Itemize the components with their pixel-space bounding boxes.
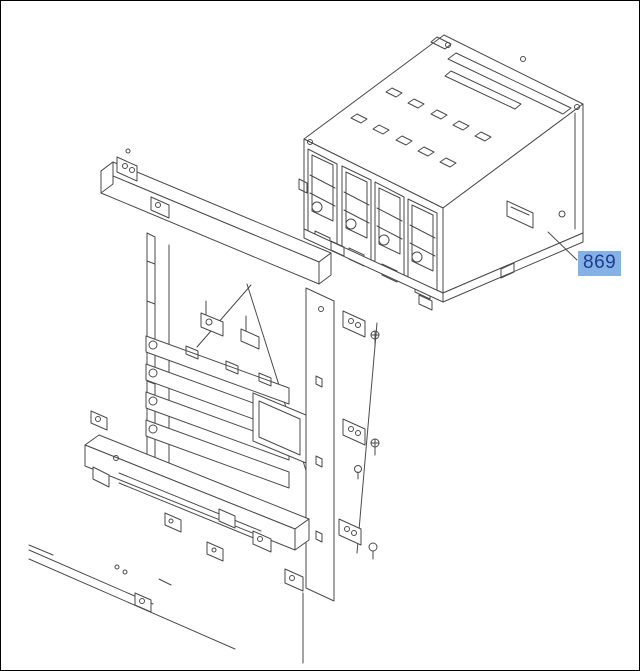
open-box-unit (252, 392, 307, 464)
top-face-details (307, 36, 580, 168)
upper-cartridge-assembly (298, 34, 584, 311)
mounting-bracket (342, 418, 366, 446)
beam-clamp (150, 196, 170, 219)
mounting-bracket (342, 310, 366, 338)
stack-top-fittings (200, 300, 260, 350)
beam-left-bracket (116, 148, 138, 182)
lower-frame-assembly (28, 148, 380, 664)
screw-icon (354, 465, 362, 480)
screw-icon (370, 330, 380, 348)
lower-rails (90, 410, 262, 562)
callout-869[interactable]: 869 (578, 251, 622, 276)
right-side-plate (305, 287, 335, 602)
mounting-bracket (284, 568, 304, 664)
callout-leader-line (547, 231, 578, 261)
screw-icon (370, 438, 380, 456)
assembly-base (298, 178, 584, 311)
callout-label: 869 (583, 252, 617, 273)
right-face-details (506, 112, 576, 230)
screw-icon (368, 542, 378, 560)
mounting-bracket (252, 530, 272, 553)
floor-lines (28, 544, 236, 650)
mounting-bracket (338, 518, 362, 546)
